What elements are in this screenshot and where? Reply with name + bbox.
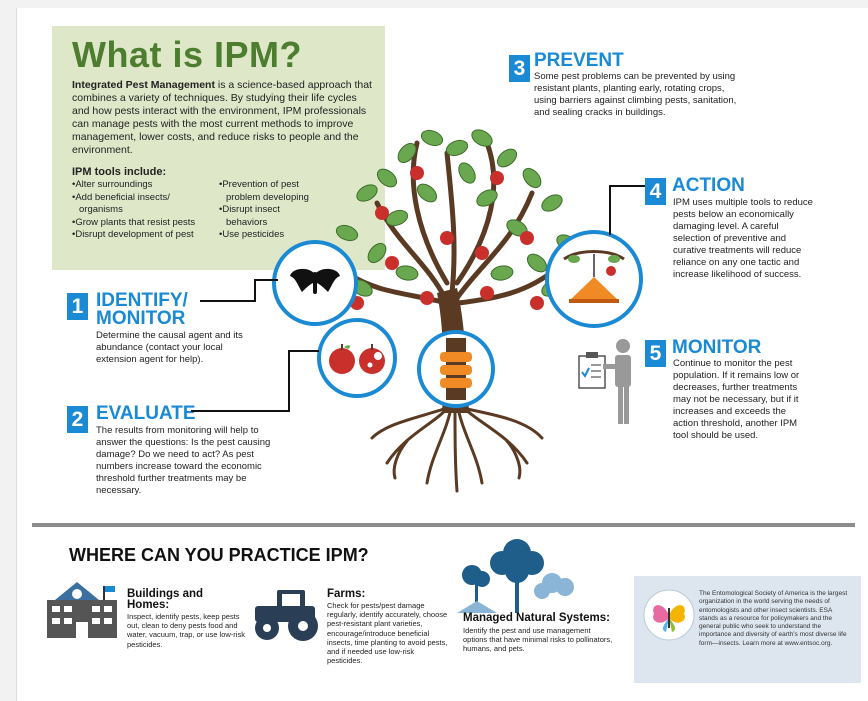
step-3-title: PREVENT (534, 50, 624, 71)
identify-circle (272, 240, 358, 326)
step-2-number: 2 (67, 406, 88, 433)
tools-list-1: Alter surroundings Add beneficial insect… (72, 179, 212, 242)
step-4-connector (609, 185, 645, 235)
tool-item: organisms (79, 204, 123, 215)
step-2-text: The results from monitoring will help to… (96, 425, 271, 496)
esa-logo-icon (643, 589, 695, 641)
step-4-text: IPM uses multiple tools to reduce pests … (673, 197, 813, 280)
step-5-text: Continue to monitor the pest population.… (673, 358, 800, 441)
intro-paragraph: Integrated Pest Management is a science-… (72, 79, 372, 157)
step-3-number: 3 (509, 55, 530, 82)
tool-item: problem developing (226, 191, 309, 203)
step-4-number: 4 (645, 178, 666, 205)
step-2-title: EVALUATE (96, 403, 196, 424)
apples-icon (329, 344, 385, 374)
trees-icon (457, 539, 574, 613)
intro-panel: What is IPM? Integrated Pest Management … (52, 26, 385, 270)
tool-item: Disrupt insect (219, 204, 329, 217)
tool-item: Use pesticides (219, 229, 329, 242)
step-2-connector (191, 350, 319, 412)
tools-list-2: Prevention of pest problem developing Di… (219, 179, 329, 242)
farms-title: Farms: (327, 588, 366, 600)
tool-item: Disrupt development of pest (72, 229, 212, 242)
farms-text: Check for pests/pest damage regularly, i… (327, 601, 448, 666)
natural-title: Managed Natural Systems: (463, 612, 610, 624)
tool-item: Grow plants that resist pests (72, 217, 212, 230)
section-divider (32, 523, 855, 527)
tools-heading: IPM tools include: (72, 166, 167, 178)
step-3-text: Some pest problems can be prevented by u… (534, 71, 737, 118)
buildings-title-2: Homes: (127, 599, 170, 611)
tool-item: Add beneficial insects/ (72, 192, 212, 205)
intro-bold: Integrated Pest Management (72, 79, 215, 91)
step-1-title: IDENTIFY/ (96, 290, 188, 311)
infographic-page: What is IPM? Integrated Pest Management … (16, 8, 868, 701)
buildings-title: Buildings and (127, 588, 204, 600)
step-4-title: ACTION (672, 175, 745, 196)
natural-text: Identify the pest and use management opt… (463, 626, 613, 654)
person-clipboard-icon (578, 339, 631, 424)
tool-item: behaviors (226, 216, 268, 228)
step-1-title-2: MONITOR (96, 308, 186, 329)
step-1-connector (200, 279, 278, 302)
esa-panel: The Entomological Society of America is … (634, 576, 861, 683)
tool-item: Prevention of pest (219, 179, 329, 192)
step-1-text: Determine the causal agent and its abund… (96, 330, 243, 365)
step-1-number: 1 (67, 293, 88, 320)
where-title: WHERE CAN YOU PRACTICE IPM? (69, 545, 369, 565)
intro-body: is a science-based approach that combine… (72, 79, 372, 156)
moth-icon (290, 268, 340, 294)
evaluate-circle (317, 318, 397, 398)
action-circle (545, 230, 643, 328)
building-icon (47, 582, 117, 638)
step-5-title: MONITOR (672, 337, 762, 358)
step-5-number: 5 (645, 340, 666, 367)
page-title: What is IPM? (72, 34, 302, 75)
buildings-text: Inspect, identify pests, keep pests out,… (127, 612, 245, 649)
trap-icon (563, 250, 625, 303)
trunk-circle (417, 330, 495, 408)
esa-description: The Entomological Society of America is … (699, 590, 848, 647)
tractor-icon (255, 590, 318, 641)
tool-item: Alter surroundings (72, 179, 212, 192)
trunk-band-icon (440, 338, 472, 400)
